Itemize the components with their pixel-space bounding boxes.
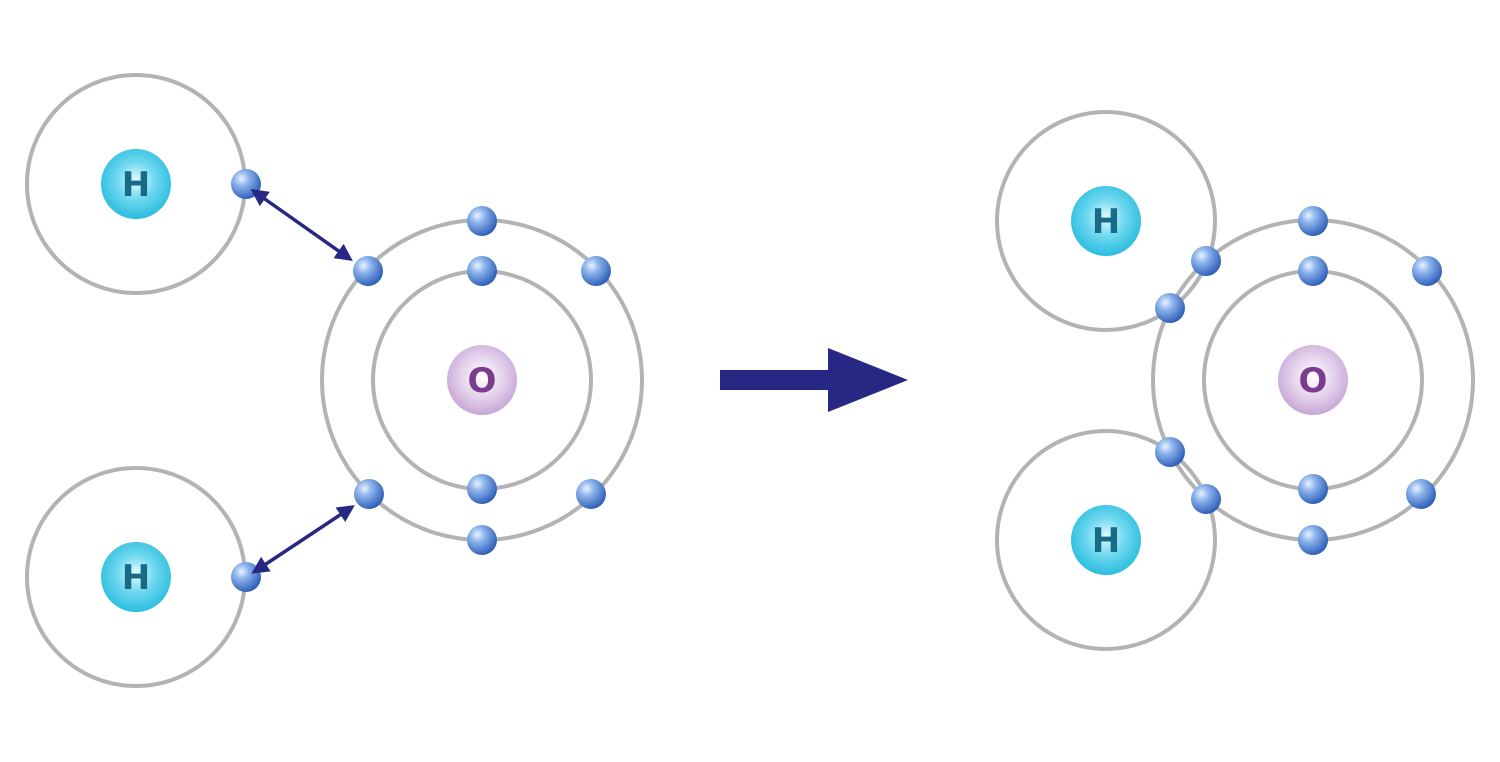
reaction-arrow <box>720 348 908 412</box>
hydrogen-nucleus <box>1071 505 1141 575</box>
hydrogen-label: H <box>122 165 150 205</box>
shared-electron <box>1191 484 1221 514</box>
shared-electron <box>1155 437 1185 467</box>
oxygen-nucleus <box>1278 345 1348 415</box>
electron <box>231 562 261 592</box>
electron <box>1298 256 1328 286</box>
hydrogen-nucleus <box>1071 186 1141 256</box>
electron <box>1298 474 1328 504</box>
electron-shell <box>995 110 1217 332</box>
electron <box>1406 479 1436 509</box>
electron <box>1298 525 1328 555</box>
shared-electron-pair-bottom <box>1155 437 1221 514</box>
electron <box>576 479 606 509</box>
electron <box>467 256 497 286</box>
electron <box>1412 256 1442 286</box>
hydrogen-atom-bottom: H <box>995 429 1217 651</box>
reactants-group: H H O <box>25 73 644 688</box>
electron <box>353 256 383 286</box>
electron-sharing-arrow-top <box>250 188 353 262</box>
hydrogen-label: H <box>1092 202 1120 242</box>
water-molecule-group: H H O <box>995 110 1475 651</box>
electron <box>354 479 384 509</box>
electron <box>467 474 497 504</box>
hydrogen-label: H <box>1092 521 1120 561</box>
reaction-arrow-shaft <box>720 370 832 390</box>
electron <box>467 525 497 555</box>
oxygen-atom: O <box>1151 206 1475 555</box>
oxygen-label: O <box>468 361 497 401</box>
hydrogen-label: H <box>122 558 150 598</box>
reaction-arrow-head <box>828 348 908 412</box>
shared-electron <box>1191 246 1221 276</box>
electron <box>231 169 261 199</box>
hydrogen-atom-top: H <box>995 110 1217 332</box>
oxygen-nucleus <box>447 345 517 415</box>
electron <box>467 206 497 236</box>
electron <box>1298 206 1328 236</box>
electron-sharing-arrow-bottom <box>251 505 355 574</box>
oxygen-atom: O <box>320 206 644 555</box>
hydrogen-atom-top: H <box>25 73 261 295</box>
electron-shell <box>995 429 1217 651</box>
hydrogen-nucleus <box>101 542 171 612</box>
shared-electron-pair-top <box>1155 246 1221 323</box>
hydrogen-atom-bottom: H <box>25 466 261 688</box>
electron <box>581 256 611 286</box>
oxygen-label: O <box>1299 361 1328 401</box>
hydrogen-nucleus <box>101 149 171 219</box>
shared-electron <box>1155 293 1185 323</box>
